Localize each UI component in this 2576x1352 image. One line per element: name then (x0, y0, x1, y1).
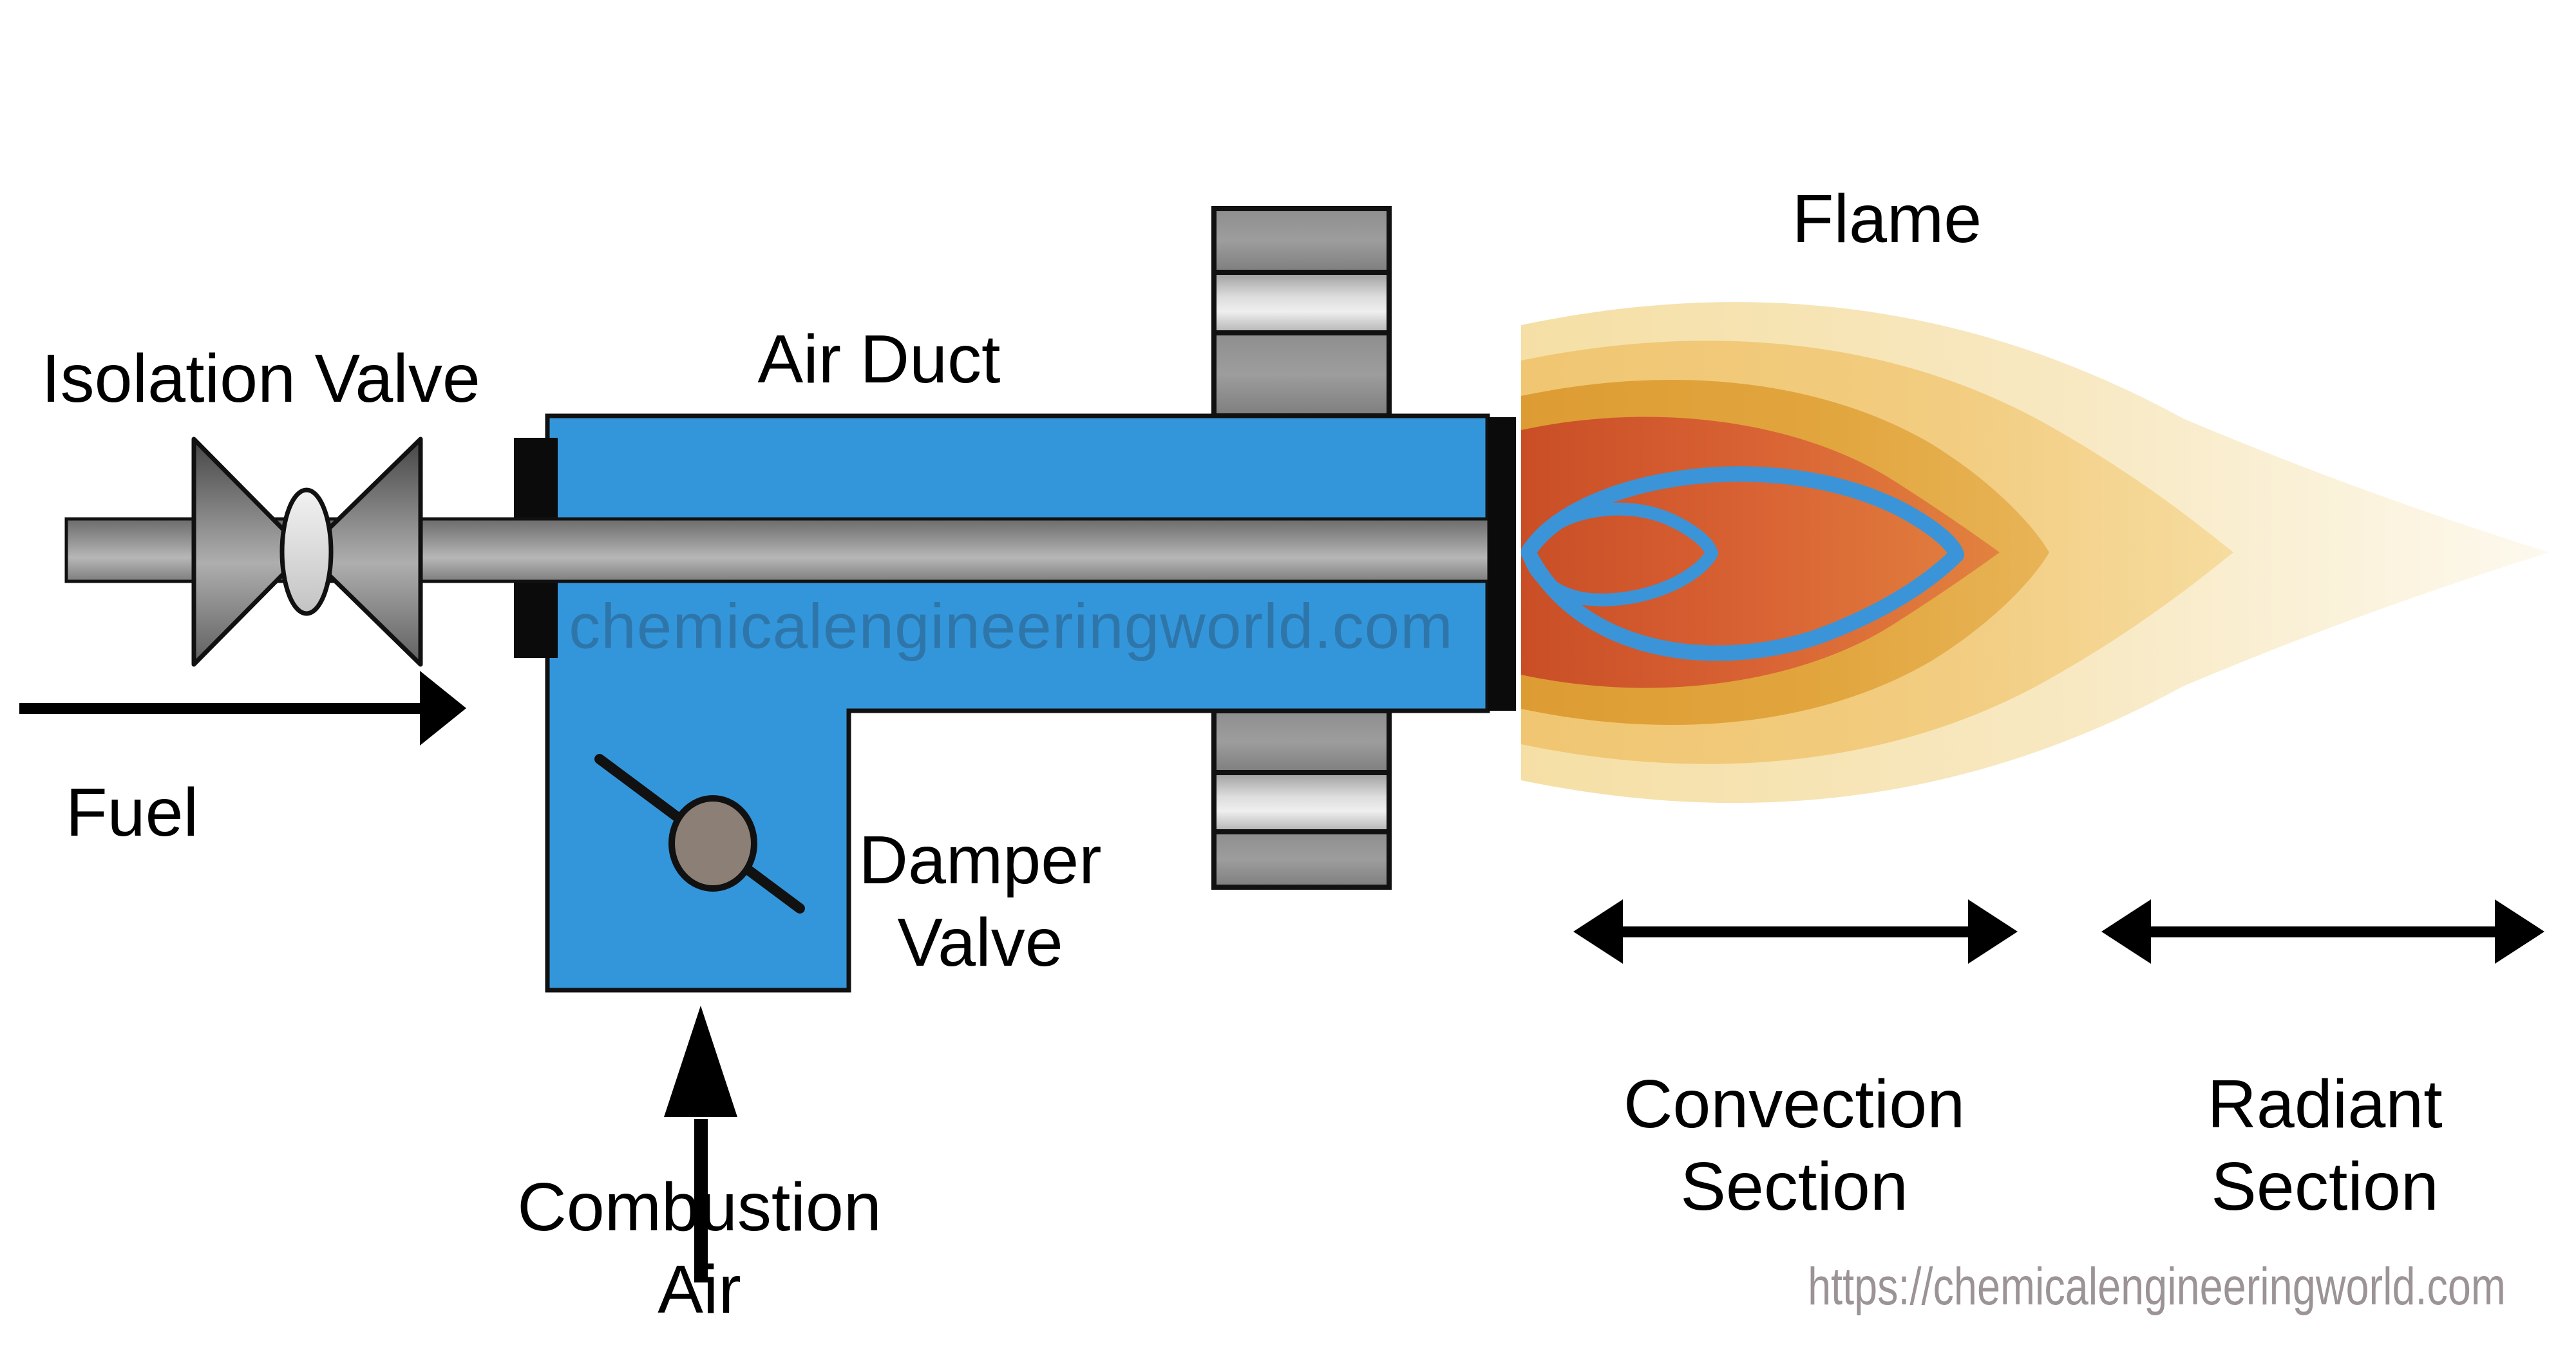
lower-flange (1211, 708, 1392, 890)
convection-span-arrow (1573, 899, 2018, 964)
watermark-text: chemicalengineeringworld.com (569, 590, 1454, 662)
upper-flange (1211, 206, 1392, 418)
isolation-valve-icon (191, 437, 423, 667)
combustion-air-label: Combustion Air (517, 1166, 882, 1331)
radiant-section-label: Radiant Section (2207, 1063, 2442, 1228)
convection-section-label-line2: Section (1680, 1149, 1908, 1225)
flame-blue-outline-outer (1521, 466, 1964, 661)
damper-valve-label: Damper Valve (858, 819, 1101, 984)
valve-stem-disc (279, 487, 334, 616)
damper-valve-label-line2: Valve (897, 905, 1063, 981)
fuel-flow-arrow (19, 671, 466, 746)
convection-section-label: Convection Section (1624, 1063, 1965, 1228)
combustion-air-arrow (664, 1006, 737, 1282)
flame-icon (1521, 302, 2549, 803)
right-burner-tile (1488, 417, 1516, 711)
damper-valve-label-line1: Damper (858, 822, 1102, 898)
convection-section-label-line1: Convection (1623, 1066, 1965, 1142)
radiant-section-label-line1: Radiant (2207, 1066, 2443, 1142)
combustion-air-label-line2: Air (658, 1252, 741, 1328)
flame-label: Flame (1792, 181, 1982, 257)
fuel-label: Fuel (65, 775, 199, 850)
air-duct-label: Air Duct (757, 321, 1001, 397)
radiant-section-label-line2: Section (2211, 1149, 2439, 1225)
combustion-air-label-line1: Combustion (517, 1169, 882, 1245)
website-url: https://chemicalengineeringworld.com (1808, 1257, 2506, 1316)
isolation-valve-label: Isolation Valve (41, 341, 480, 417)
radiant-span-arrow (2101, 899, 2544, 964)
flame-blue-outline-inner (1522, 502, 1718, 606)
damper-valve-icon (594, 754, 805, 914)
